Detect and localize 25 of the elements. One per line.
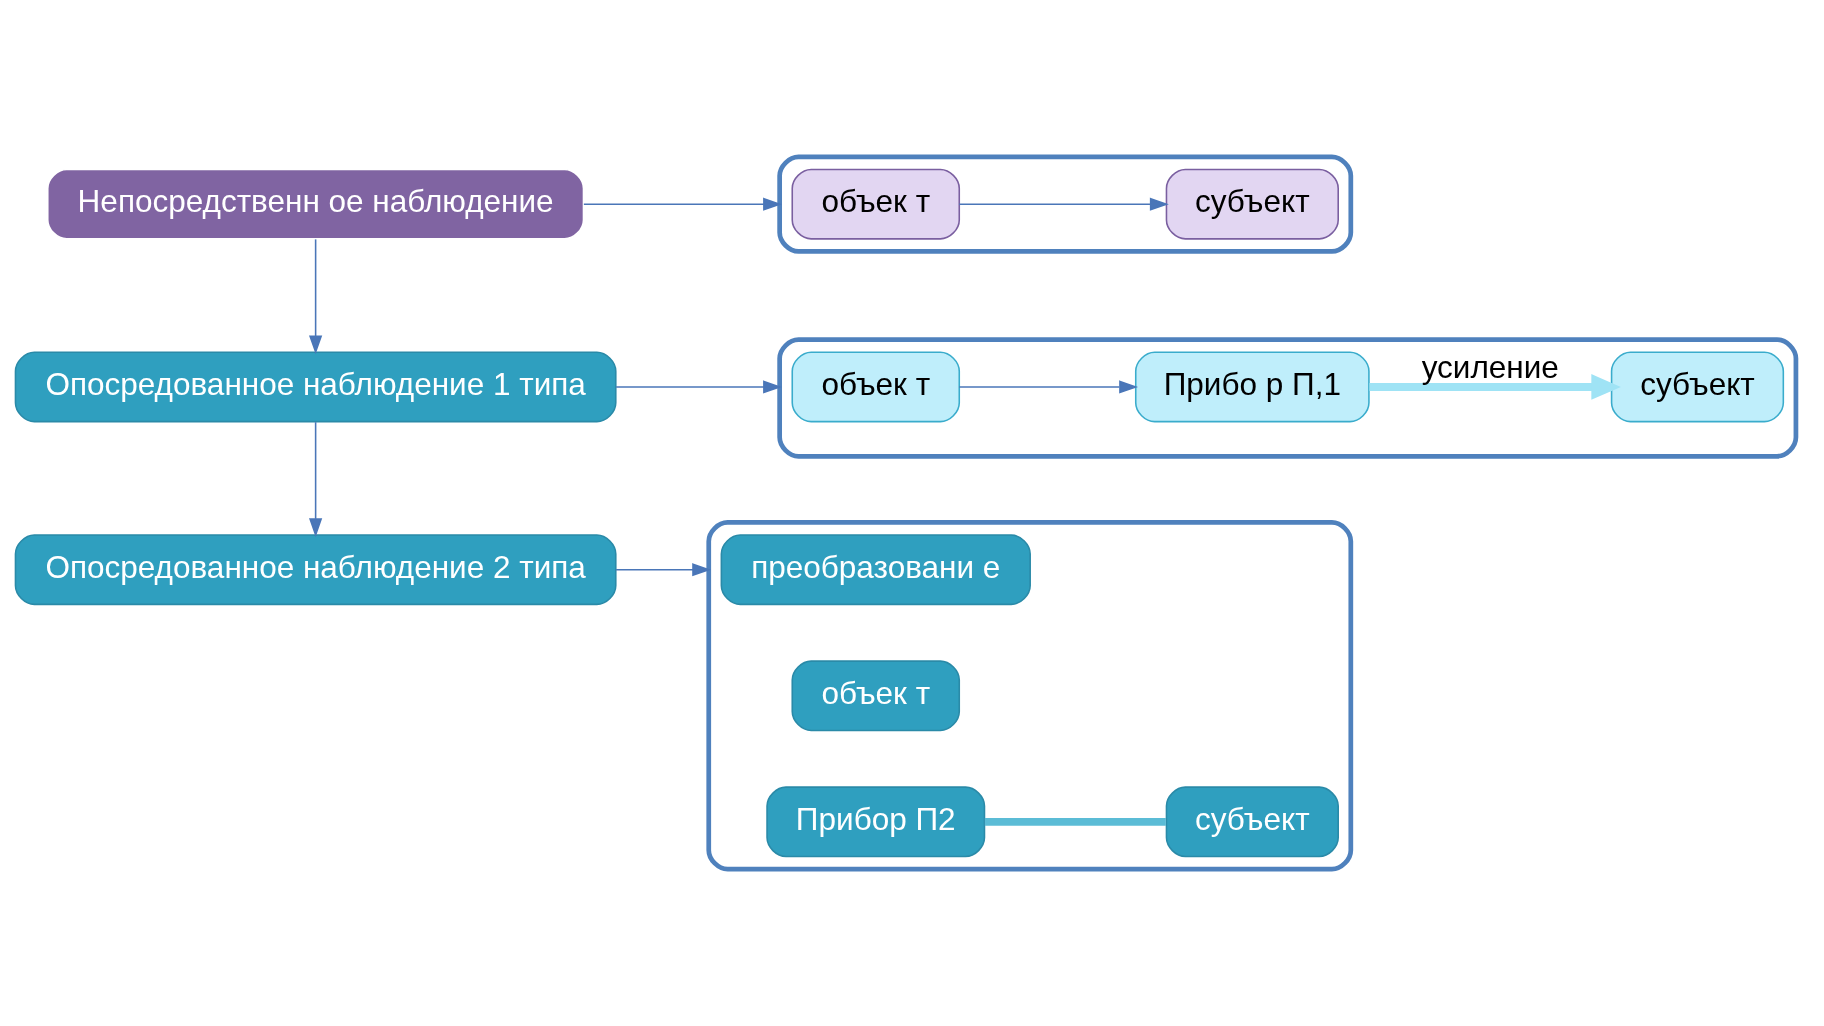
node-box: Опосредованное наблюдение 2 типа — [14, 534, 617, 606]
arrow — [1369, 374, 1621, 400]
connector — [984, 817, 1166, 826]
node-box: Опосредованное наблюдение 1 типа — [14, 351, 617, 423]
edge-label: усиление — [1421, 348, 1559, 385]
node-box: Непосредственн ое наблюдение — [47, 168, 585, 240]
arrow — [583, 197, 783, 211]
node-box: объек т — [791, 351, 961, 423]
arrow — [309, 238, 323, 355]
cluster — [777, 154, 1354, 254]
arrow — [958, 197, 1169, 211]
arrow — [615, 563, 712, 577]
arrow — [309, 421, 323, 538]
cluster — [706, 520, 1354, 872]
node-box: субъект — [1165, 786, 1339, 858]
arrow — [958, 380, 1139, 394]
node-box: преобразовани е — [720, 534, 1031, 606]
arrow — [615, 380, 783, 394]
node-box: субъект — [1165, 168, 1339, 240]
node-box: субъект — [1610, 351, 1785, 423]
node-box: объек т — [791, 660, 961, 732]
node-box: Прибор П2 — [766, 786, 986, 858]
node-box: Прибо р П,1 — [1134, 351, 1370, 423]
cluster — [777, 337, 1799, 459]
node-box: объек т — [791, 168, 961, 240]
